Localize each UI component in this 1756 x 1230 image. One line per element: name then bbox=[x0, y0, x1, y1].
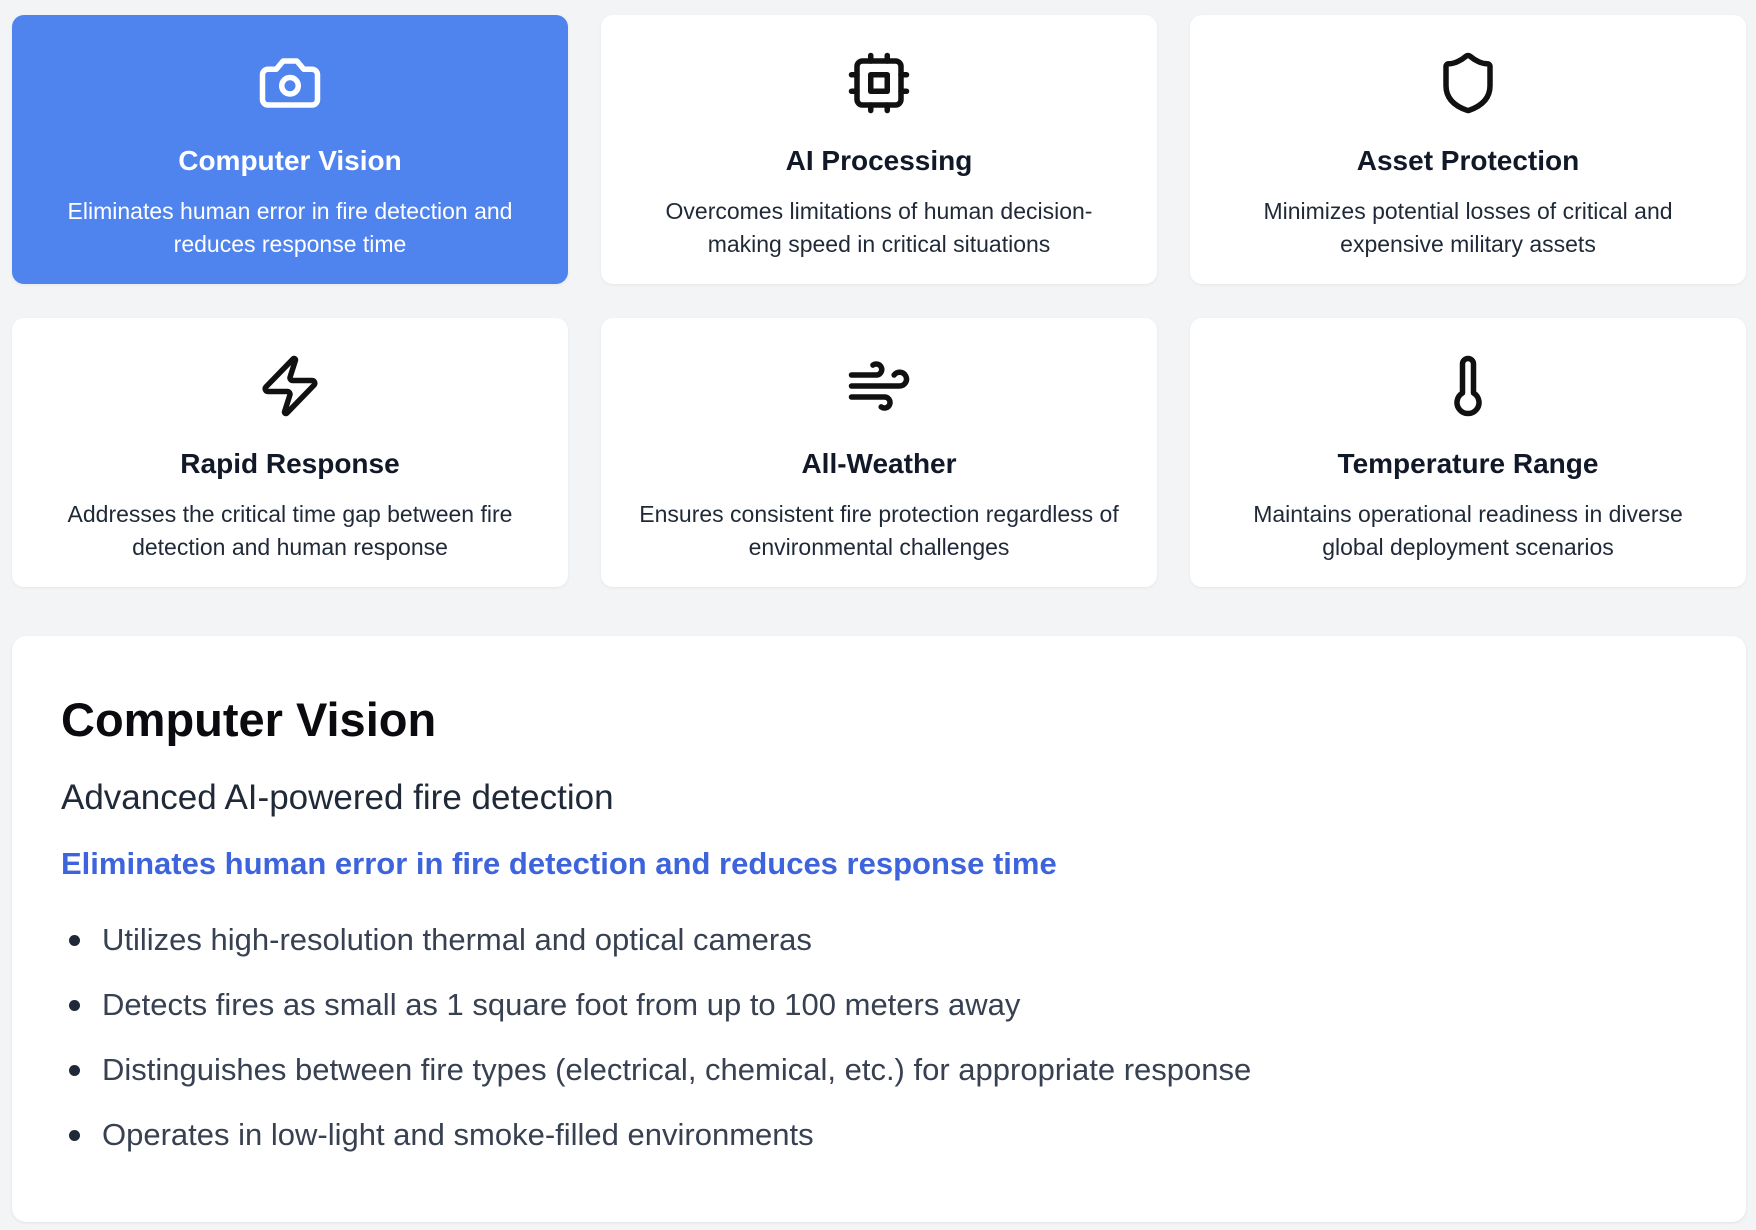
detail-subtitle: Advanced AI-powered fire detection bbox=[61, 778, 614, 817]
feature-card-temperature-range[interactable]: Temperature Range Maintains operational … bbox=[1190, 318, 1746, 587]
detail-highlight: Eliminates human error in fire detection… bbox=[61, 846, 1057, 881]
feature-card-computer-vision[interactable]: Computer Vision Eliminates human error i… bbox=[12, 15, 568, 284]
bullet-icon bbox=[69, 1000, 80, 1011]
feature-title: Computer Vision bbox=[178, 145, 402, 176]
list-item-text: Utilizes high-resolution thermal and opt… bbox=[102, 922, 812, 957]
bullet-icon bbox=[69, 1065, 80, 1076]
feature-description: Minimizes potential losses of critical a… bbox=[1263, 198, 1673, 257]
list-item: Detects fires as small as 1 square foot … bbox=[61, 985, 1697, 1025]
feature-title: Rapid Response bbox=[180, 448, 400, 479]
feature-card-asset-protection[interactable]: Asset Protection Minimizes potential los… bbox=[1190, 15, 1746, 284]
feature-title: All-Weather bbox=[801, 448, 957, 479]
bullet-icon bbox=[69, 935, 80, 946]
feature-grid: Computer Vision Eliminates human error i… bbox=[12, 15, 1746, 587]
feature-card-all-weather[interactable]: All-Weather Ensures consistent fire prot… bbox=[601, 318, 1157, 587]
feature-title: Asset Protection bbox=[1356, 145, 1580, 176]
cpu-icon bbox=[845, 49, 913, 117]
list-item-text: Distinguishes between fire types (electr… bbox=[102, 1052, 1252, 1087]
feature-detail-panel: Computer Vision Advanced AI-powered fire… bbox=[12, 636, 1746, 1222]
feature-card-rapid-response[interactable]: Rapid Response Addresses the critical ti… bbox=[12, 318, 568, 587]
bullet-icon bbox=[69, 1130, 80, 1141]
lightning-icon bbox=[256, 352, 324, 420]
list-item: Utilizes high-resolution thermal and opt… bbox=[61, 920, 1697, 960]
wind-icon bbox=[845, 352, 913, 420]
feature-description: Addresses the critical time gap between … bbox=[67, 501, 513, 560]
list-item: Operates in low-light and smoke-filled e… bbox=[61, 1115, 1697, 1155]
list-item-text: Detects fires as small as 1 square foot … bbox=[102, 987, 1021, 1022]
detail-title: Computer Vision bbox=[61, 693, 437, 746]
camera-icon bbox=[256, 49, 324, 117]
feature-description: Eliminates human error in fire detection… bbox=[67, 198, 513, 257]
thermometer-icon bbox=[1434, 352, 1502, 420]
list-item-text: Operates in low-light and smoke-filled e… bbox=[102, 1117, 814, 1152]
feature-description: Overcomes limitations of human decision-… bbox=[665, 198, 1093, 257]
shield-icon bbox=[1434, 49, 1502, 117]
feature-description: Maintains operational readiness in diver… bbox=[1253, 501, 1683, 560]
list-item: Distinguishes between fire types (electr… bbox=[61, 1050, 1697, 1090]
feature-description: Ensures consistent fire protection regar… bbox=[639, 501, 1119, 560]
feature-title: AI Processing bbox=[785, 145, 973, 176]
feature-card-ai-processing[interactable]: AI Processing Overcomes limitations of h… bbox=[601, 15, 1157, 284]
detail-points-list: Utilizes high-resolution thermal and opt… bbox=[61, 920, 1697, 1155]
feature-title: Temperature Range bbox=[1337, 448, 1599, 479]
